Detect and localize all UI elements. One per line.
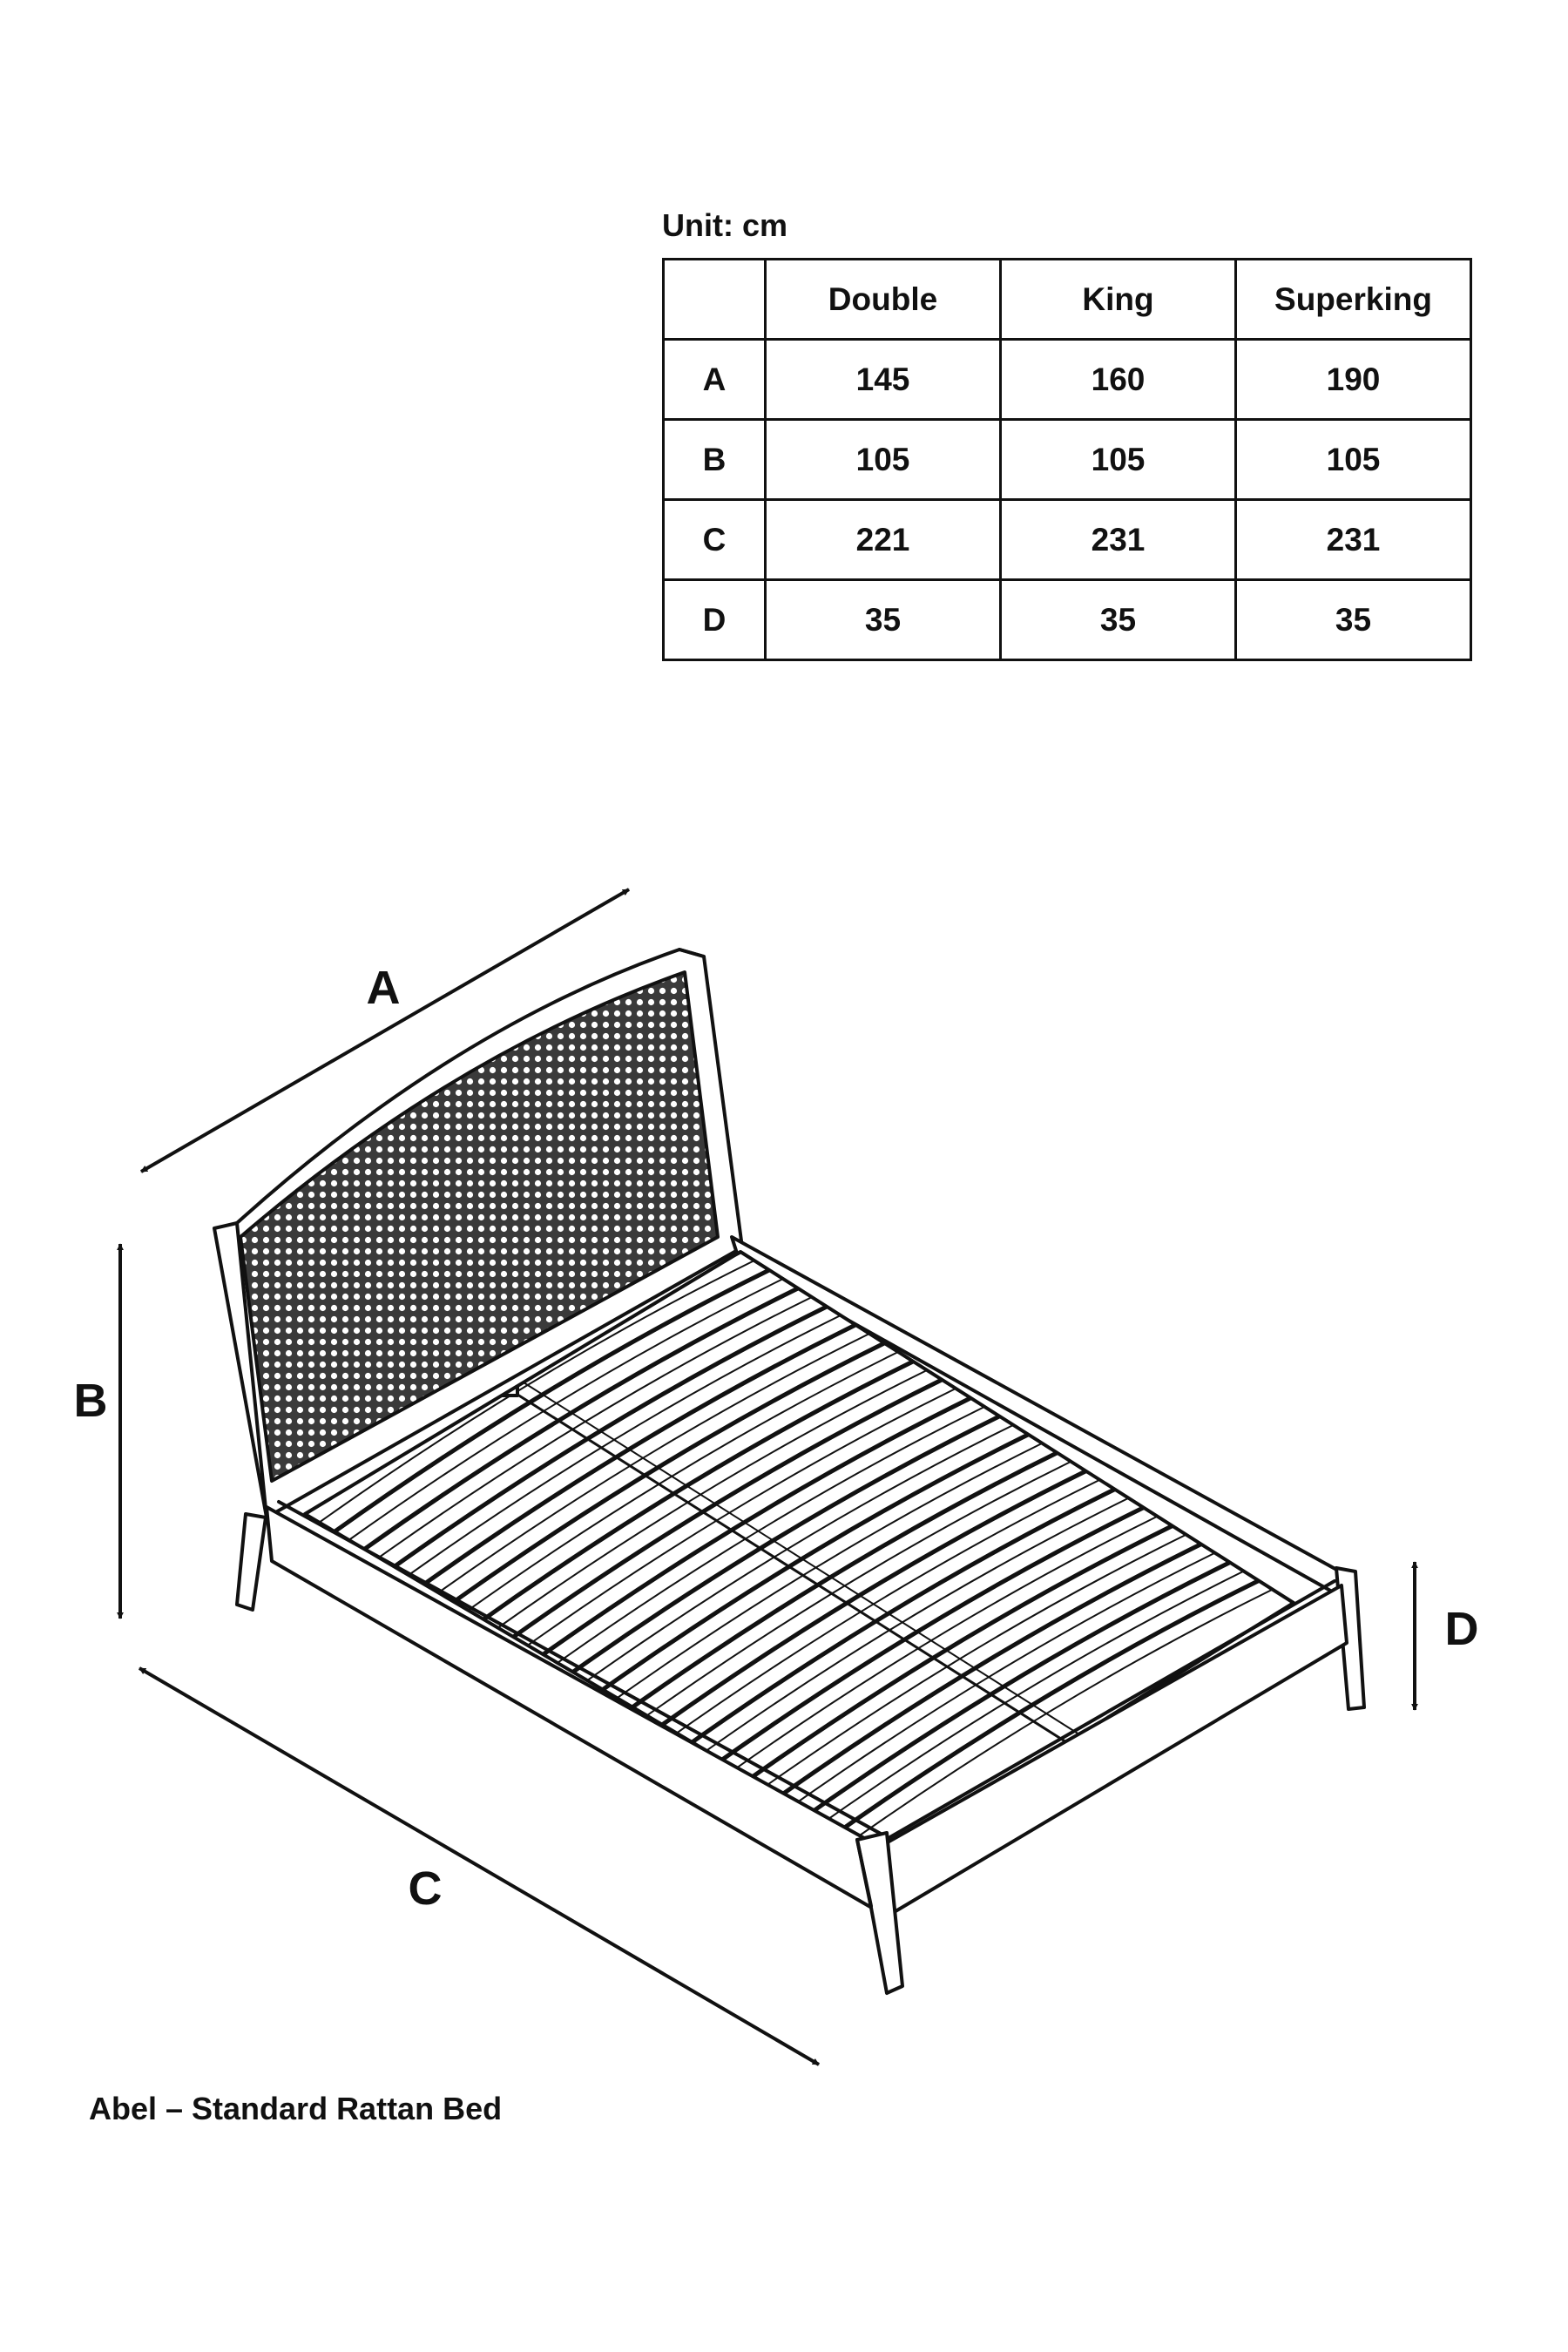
table-cell: 145 (764, 338, 1002, 421)
dimension-arrow-a (139, 888, 631, 1173)
rattan-panel (239, 970, 720, 1483)
dimension-arrow-c (138, 1666, 821, 2066)
table-cell: 35 (999, 578, 1237, 661)
table-cell: 35 (764, 578, 1002, 661)
dimension-label-c: C (409, 1862, 443, 1915)
table-row: B 105 105 105 (662, 418, 1472, 501)
row-label: B (662, 418, 767, 501)
column-header-superking: Superking (1234, 258, 1472, 341)
dimension-label-d: D (1445, 1603, 1479, 1655)
table-cell: 190 (1234, 338, 1472, 421)
dimension-label-b: B (74, 1375, 108, 1427)
table-cell: 105 (764, 418, 1002, 501)
product-caption: Abel – Standard Rattan Bed (89, 2091, 503, 2126)
table-row: A 145 160 190 (662, 338, 1472, 421)
table-cell: 221 (764, 498, 1002, 581)
dimension-label-a: A (367, 962, 401, 1014)
column-header-double: Double (764, 258, 1002, 341)
row-label: A (662, 338, 767, 421)
table-cell: 160 (999, 338, 1237, 421)
column-header-king: King (999, 258, 1237, 341)
slat-base (305, 1252, 1294, 1855)
table-cell: 105 (999, 418, 1237, 501)
dimensions-table: Double King Superking A 145 160 190 B 10… (662, 258, 1472, 661)
table-cell: 231 (999, 498, 1237, 581)
table-cell: 105 (1234, 418, 1472, 501)
table-row: C 221 231 231 (662, 498, 1472, 581)
row-label: C (662, 498, 767, 581)
table-cell: 231 (1234, 498, 1472, 581)
bed-frame (213, 948, 1366, 1995)
table-row: D 35 35 35 (662, 578, 1472, 661)
table-corner-cell (662, 258, 767, 341)
table-cell: 35 (1234, 578, 1472, 661)
unit-label: Unit: cm (662, 207, 787, 243)
table-header-row: Double King Superking (662, 258, 1472, 341)
row-label: D (662, 578, 767, 661)
